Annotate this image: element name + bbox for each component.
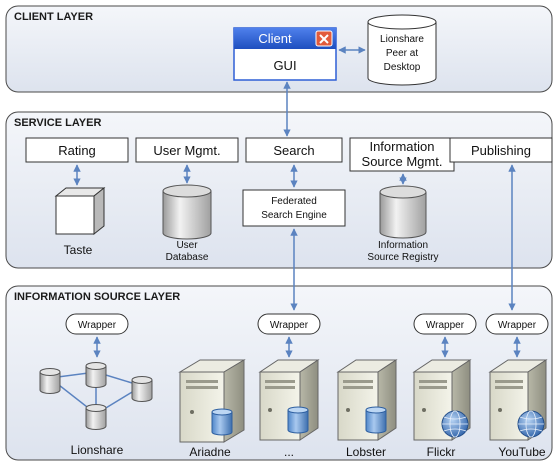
peer-line-1: Lionshare (380, 34, 424, 45)
registry-line-1: Information (378, 240, 428, 251)
ellipsis-server-icon (258, 359, 320, 441)
taste-label: Taste (64, 243, 93, 257)
globe-icon (517, 410, 545, 438)
user-mgmt-box: User Mgmt. (135, 137, 239, 163)
client-window-title: Client (258, 31, 292, 46)
wrapper-ellipsis: Wrapper (257, 313, 321, 335)
peer-node-right (131, 376, 153, 402)
info-source-registry-icon (379, 185, 427, 239)
peer-network-icon (39, 362, 153, 430)
rating-box: Rating (25, 137, 129, 163)
peer-line-3: Desktop (384, 62, 421, 73)
wrapper-youtube: Wrapper (485, 313, 549, 335)
lionshare-label: Lionshare (71, 443, 124, 457)
gui-label: GUI (273, 58, 296, 73)
service-layer-title: SERVICE LAYER (14, 117, 101, 129)
youtube-label: YouTube (498, 445, 545, 459)
peer-node-left (39, 368, 61, 394)
user-database-line-2: Database (166, 252, 209, 263)
ellipsis-label: ... (284, 445, 294, 459)
user-mgmt-label: User Mgmt. (153, 143, 220, 158)
search-box: Search (245, 137, 343, 163)
wrapper-ellipsis-label: Wrapper (270, 320, 309, 331)
youtube-server-icon (488, 359, 548, 441)
ariadne-label: Ariadne (189, 445, 231, 459)
lobster-label: Lobster (346, 445, 386, 459)
taste-cube-icon (54, 186, 106, 236)
rating-label: Rating (58, 143, 96, 158)
federated-line-1: Federated (271, 196, 317, 207)
peer-node-bottom (85, 404, 107, 430)
wrapper-flickr: Wrapper (413, 313, 477, 335)
wrapper-flickr-label: Wrapper (426, 320, 465, 331)
registry-line-2: Source Registry (367, 252, 438, 263)
peer-line-2: Peer at (386, 48, 418, 59)
flickr-label: Flickr (427, 445, 456, 459)
client-layer-title: CLIENT LAYER (14, 11, 93, 23)
publishing-box: Publishing (449, 137, 553, 163)
client-window: Client GUI (233, 27, 337, 81)
information-source-layer-title: INFORMATION SOURCE LAYER (14, 291, 180, 303)
federated-search-engine-box: Federated Search Engine (242, 189, 346, 227)
wrapper-lionshare-label: Wrapper (78, 320, 117, 331)
publishing-label: Publishing (471, 143, 531, 158)
user-database-line-1: User (176, 240, 198, 251)
globe-icon (441, 410, 469, 438)
wrapper-youtube-label: Wrapper (498, 320, 537, 331)
peer-node-top (85, 362, 107, 388)
info-source-mgmt-line-2: Source Mgmt. (362, 154, 443, 169)
lobster-server-icon (336, 359, 398, 441)
wrapper-lionshare: Wrapper (65, 313, 129, 335)
search-label: Search (273, 143, 314, 158)
ariadne-server-icon (178, 359, 246, 443)
federated-line-2: Search Engine (261, 210, 327, 221)
user-database-icon (162, 184, 212, 240)
info-source-mgmt-line-1: Information (369, 139, 434, 154)
lionshare-peer-cylinder: Lionshare Peer at Desktop (367, 14, 437, 86)
info-source-mgmt-box: Information Source Mgmt. (349, 137, 455, 172)
close-icon (315, 30, 333, 47)
flickr-server-icon (412, 359, 472, 441)
